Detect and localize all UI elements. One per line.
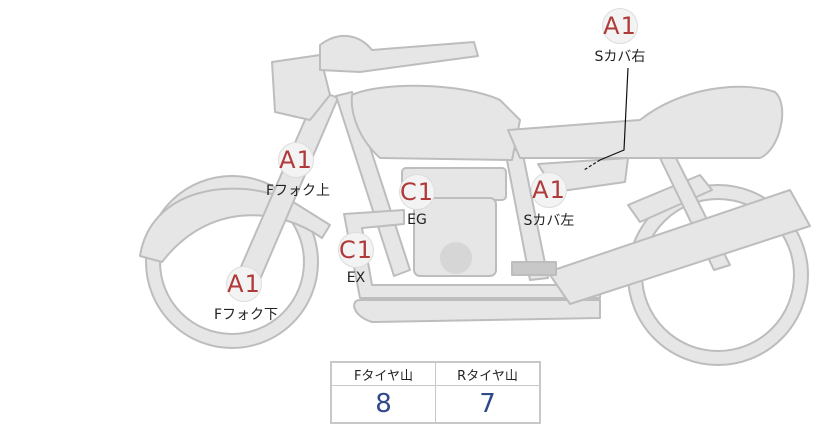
engine-block [413, 197, 497, 277]
handlebar [319, 34, 479, 73]
marker-label: Sカバ左 [523, 213, 575, 229]
front-tire-header: Fタイヤ山 [330, 361, 436, 386]
marker-fork-lower[interactable]: A1 Fフォク下 [214, 266, 279, 324]
marker-code: A1 [603, 12, 637, 40]
marker-label: Fフォク下 [214, 307, 279, 323]
fuel-tank [350, 84, 521, 161]
marker-code: A1 [279, 146, 313, 174]
marker-label: Sカバ右 [594, 49, 646, 65]
marker-code: A1 [532, 176, 566, 204]
table-header-row: Fタイヤ山 Rタイヤ山 [330, 361, 541, 386]
footpeg [511, 261, 557, 276]
marker-circle [278, 142, 314, 178]
rear-tire-value[interactable]: 7 [435, 385, 541, 424]
front-tire-value[interactable]: 8 [330, 385, 436, 424]
marker-fork-upper[interactable]: A1 Fフォク上 [266, 142, 331, 200]
table-value-row: 8 7 [330, 385, 541, 424]
marker-side-cover-right[interactable]: A1 Sカバ右 [590, 8, 650, 66]
marker-engine[interactable]: C1 EG [387, 174, 447, 228]
marker-code: C1 [399, 178, 435, 206]
marker-exhaust[interactable]: C1 EX [326, 232, 386, 286]
marker-circle [531, 172, 567, 208]
seat [507, 85, 784, 159]
marker-label: EX [346, 270, 366, 286]
marker-label: Fフォク上 [266, 183, 331, 199]
headlight [271, 54, 331, 121]
marker-label: EG [407, 212, 427, 228]
marker-code: C1 [338, 236, 374, 264]
marker-side-cover-left[interactable]: A1 Sカバ左 [519, 172, 579, 230]
marker-circle [399, 174, 435, 210]
rear-tire-header: Rタイヤ山 [435, 361, 541, 386]
marker-circle [338, 232, 374, 268]
marker-circle [226, 266, 262, 302]
marker-code: A1 [227, 270, 261, 298]
leader-line [583, 67, 629, 171]
marker-circle [602, 8, 638, 44]
tire-tread-table: Fタイヤ山 Rタイヤ山 8 7 [330, 361, 541, 424]
muffler [547, 189, 811, 305]
frame-lower [353, 299, 601, 323]
